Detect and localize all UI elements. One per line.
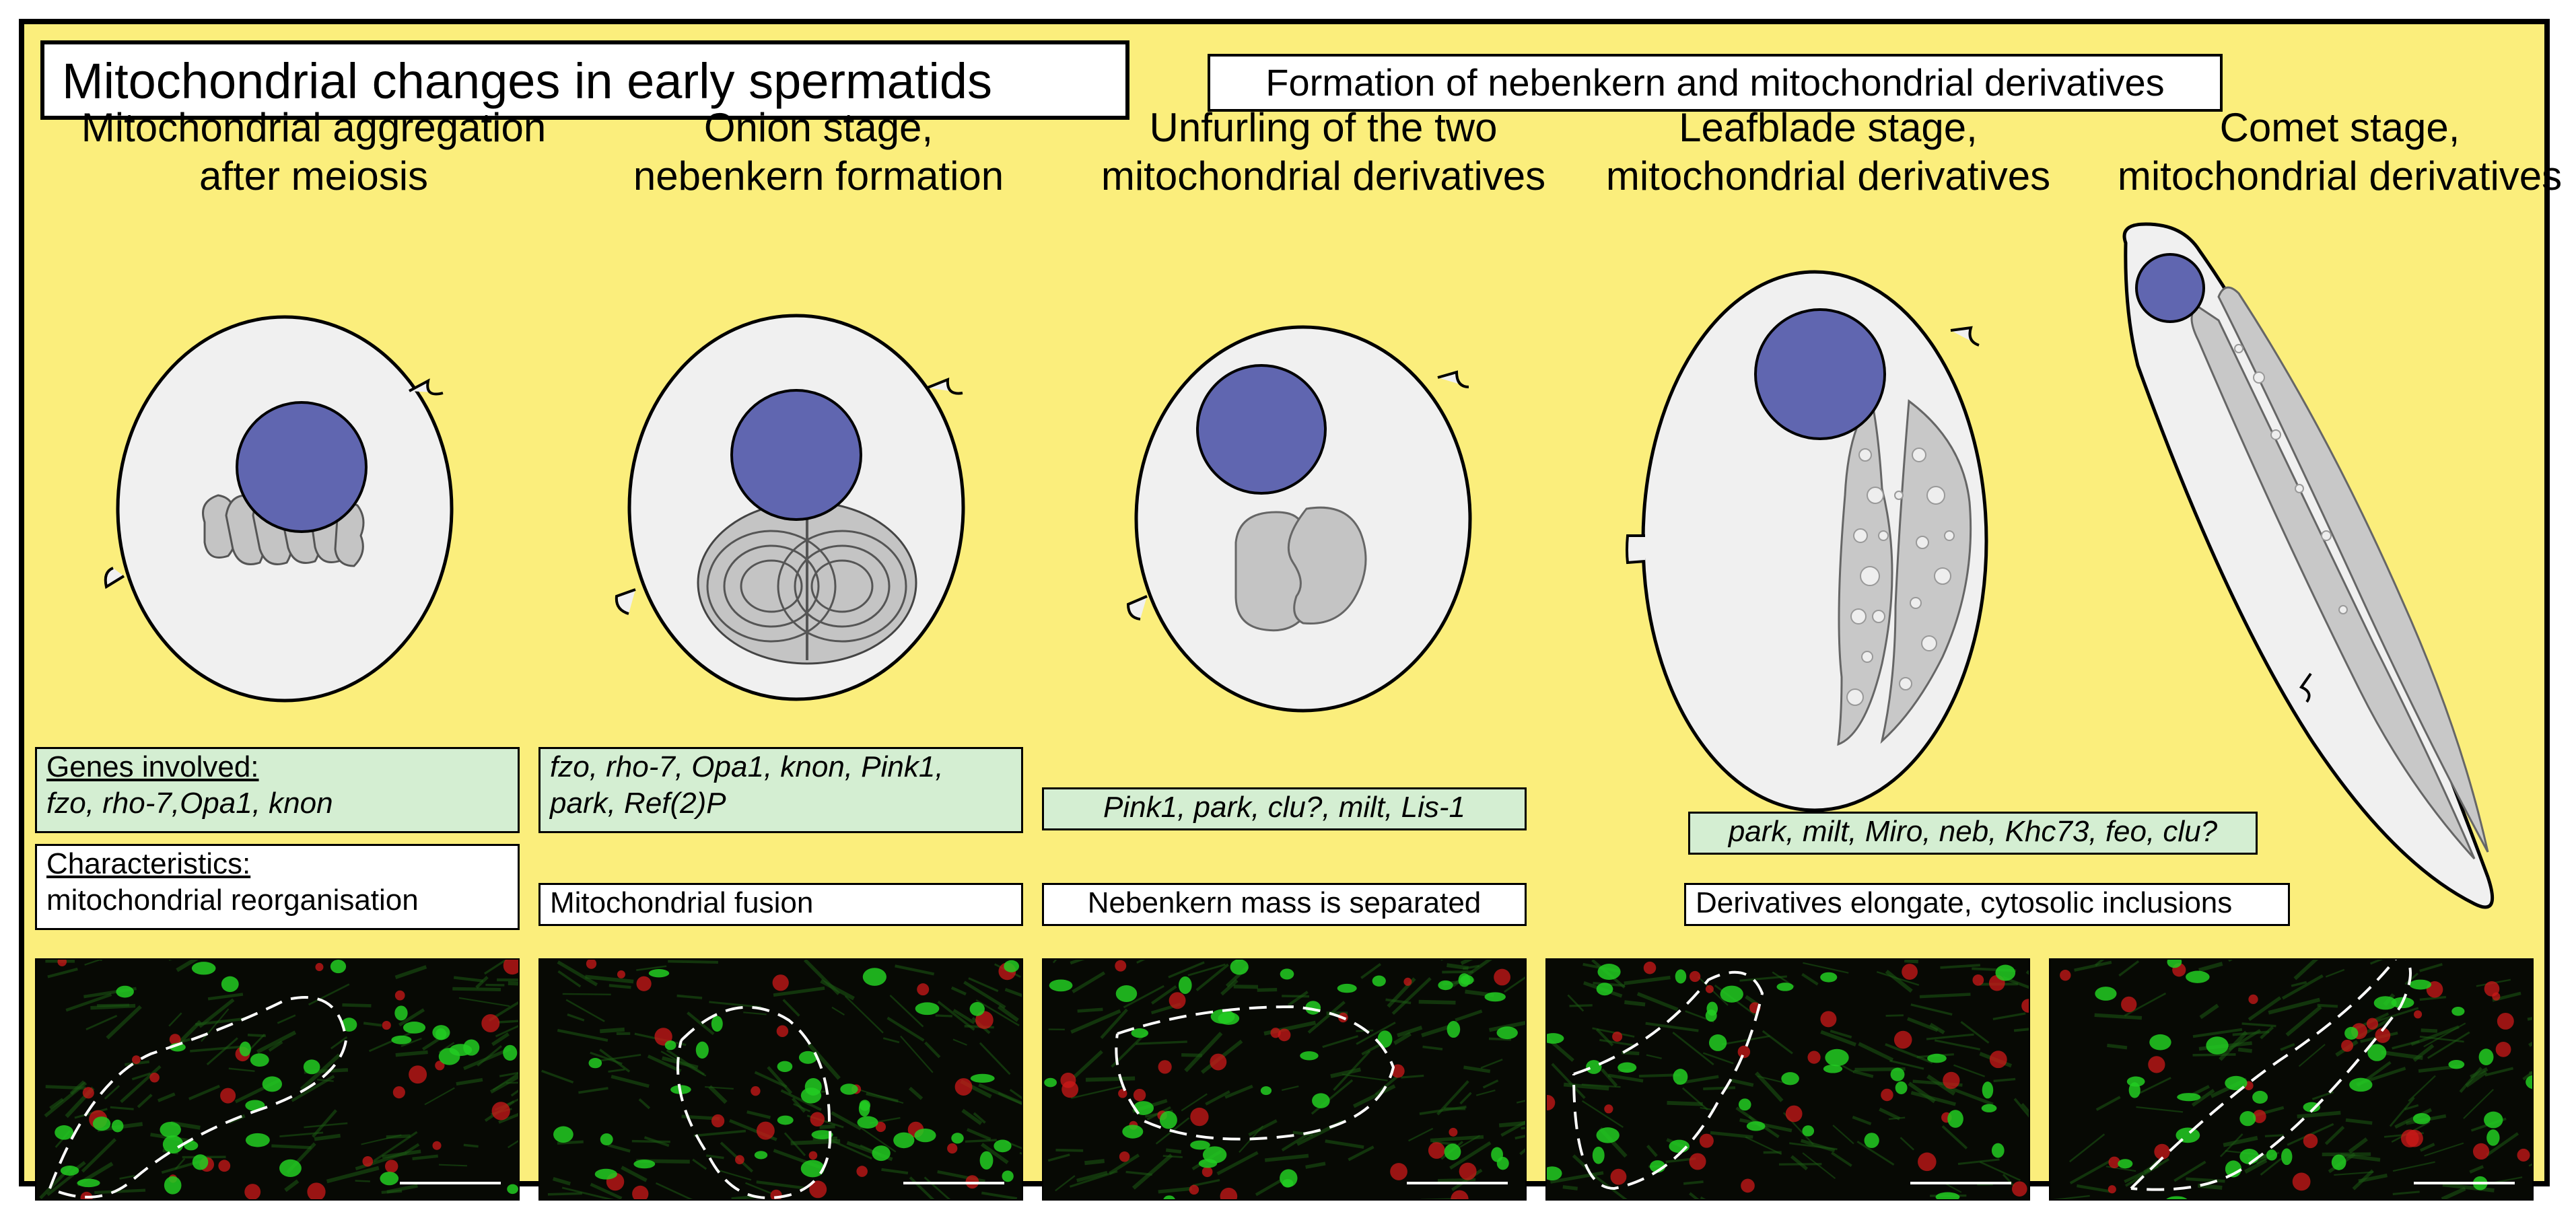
nucleus-3: [1196, 364, 1327, 495]
cell-stage-1: [104, 315, 454, 703]
genes-box-2: fzo, rho-7, Opa1, knon, Pink1, park, Ref…: [538, 747, 1023, 833]
characteristic-1: mitochondrial reorganisation: [46, 884, 419, 917]
genes-box-4: park, milt, Miro, neb, Khc73, feo, clu?: [1688, 812, 2258, 855]
stage-4-title-line1: Leafblade stage,: [1679, 105, 1978, 150]
genes-box-1: Genes involved: fzo, rho-7,Opa1, knon: [35, 747, 520, 833]
nebenkern-onion: [697, 501, 917, 665]
micrograph-5-image: [2050, 960, 2532, 1199]
genes-box-3: Pink1, park, clu?, milt, Lis-1: [1042, 787, 1527, 830]
genes-list-1: fzo, rho-7,Opa1, knon: [46, 787, 333, 820]
nucleus-5: [2135, 253, 2205, 323]
cell-diagrams: [104, 222, 2495, 909]
characteristics-box-4: Derivatives elongate, cytosolic inclusio…: [1684, 883, 2290, 926]
cell-stage-3: [1126, 325, 1472, 713]
micrograph-3: [1042, 958, 1527, 1201]
cell-stage-4: [1626, 270, 1988, 812]
nucleus-1: [236, 401, 368, 533]
cell-stage-2: [615, 314, 965, 701]
micrograph-3-image: [1043, 960, 1525, 1199]
genes-list-2-line2: park, Ref(2)P: [550, 787, 726, 820]
stage-3-title: Unfurling of the two mitochondrial deriv…: [1061, 104, 1586, 201]
micrograph-1: [35, 958, 520, 1201]
genes-heading-1: Genes involved:: [46, 750, 259, 783]
characteristics-box-3: Nebenkern mass is separated: [1042, 883, 1527, 926]
nebenkern-separating: [1234, 506, 1367, 632]
stage-3-title-line1: Unfurling of the two: [1149, 105, 1498, 150]
stage-3-title-line2: mitochondrial derivatives: [1101, 153, 1546, 199]
genes-list-3: Pink1, park, clu?, milt, Lis-1: [1103, 791, 1465, 824]
stage-4-title: Leafblade stage, mitochondrial derivativ…: [1566, 104, 2091, 201]
stage-1-title-line1: Mitochondrial aggregation: [81, 105, 547, 150]
micrograph-5: [2049, 958, 2534, 1201]
figure-title: Mitochondrial changes in early spermatid…: [40, 40, 1129, 120]
stage-5-title-line1: Comet stage,: [2219, 105, 2460, 150]
nucleus-4: [1754, 308, 1886, 440]
stage-2-title-line2: nebenkern formation: [633, 153, 1004, 199]
stage-1-title-line2: after meiosis: [199, 153, 429, 199]
micrograph-2: [538, 958, 1023, 1201]
stage-5-title: Comet stage, mitochondrial derivatives: [2077, 104, 2576, 201]
micrograph-1-image: [36, 960, 518, 1199]
characteristics-heading-1: Characteristics:: [46, 847, 251, 880]
characteristic-3: Nebenkern mass is separated: [1087, 886, 1482, 919]
micrograph-2-image: [540, 960, 1022, 1199]
stage-5-title-line2: mitochondrial derivatives: [2117, 153, 2563, 199]
stage-4-title-line2: mitochondrial derivatives: [1605, 153, 2051, 199]
characteristics-box-2: Mitochondrial fusion: [538, 883, 1023, 926]
characteristic-4: Derivatives elongate, cytosolic inclusio…: [1696, 886, 2233, 919]
mitochondrial-derivatives-comet: [2190, 286, 2489, 860]
figure-subtitle: Formation of nebenkern and mitochondrial…: [1208, 54, 2223, 112]
stage-1-title: Mitochondrial aggregation after meiosis: [51, 104, 576, 201]
characteristics-box-1: Characteristics: mitochondrial reorganis…: [35, 844, 520, 930]
micrograph-4-image: [1547, 960, 2029, 1199]
micrograph-4: [1545, 958, 2030, 1201]
nucleus-2: [730, 389, 862, 521]
genes-list-4: park, milt, Miro, neb, Khc73, feo, clu?: [1728, 815, 2218, 848]
mitochondrial-derivatives-leafblade: [1837, 398, 1972, 746]
genes-list-2-line1: fzo, rho-7, Opa1, knon, Pink1,: [550, 750, 944, 783]
characteristic-2: Mitochondrial fusion: [550, 886, 814, 919]
cell-stage-5: [2122, 222, 2495, 909]
stage-2-title-line1: Onion stage,: [703, 105, 934, 150]
figure-frame: Mitochondrial changes in early spermatid…: [19, 19, 2562, 1201]
stage-2-title: Onion stage, nebenkern formation: [556, 104, 1081, 201]
